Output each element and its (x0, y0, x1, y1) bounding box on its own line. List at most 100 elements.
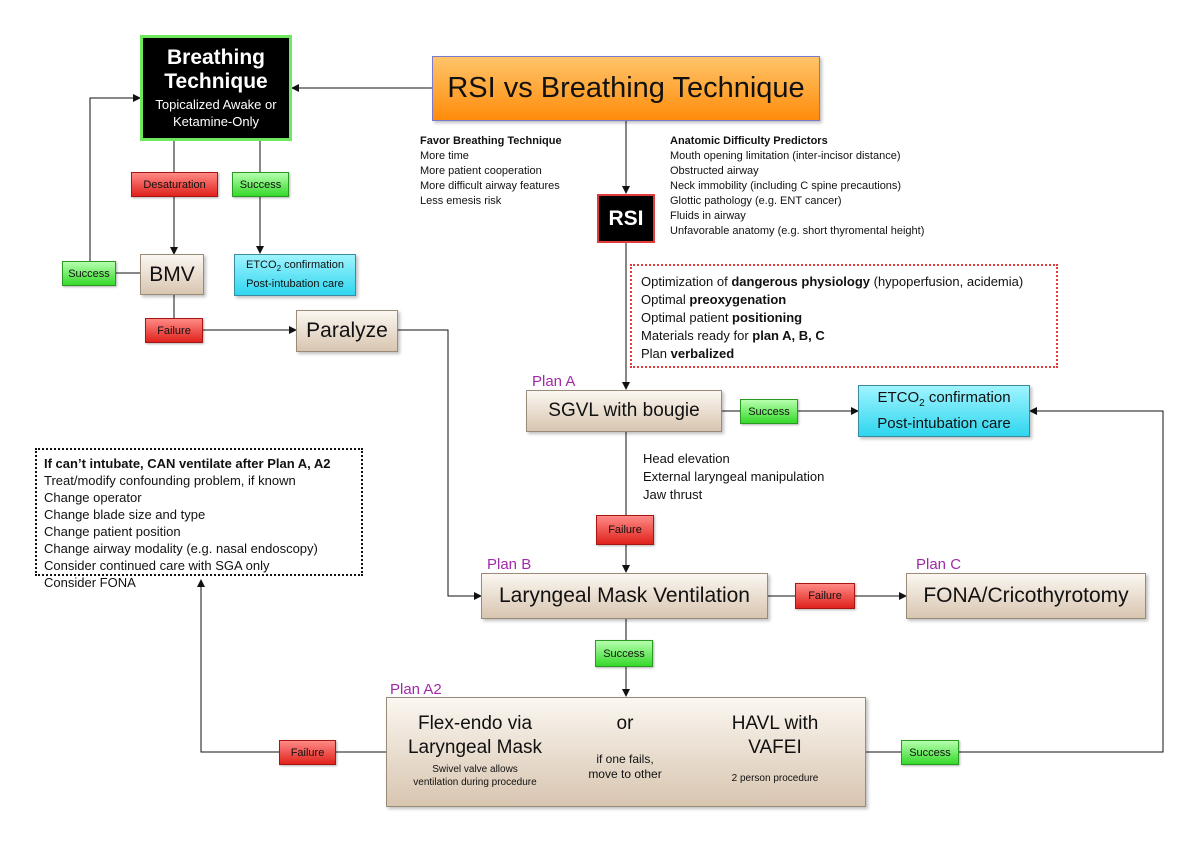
cant-intubate-item: Treat/modify confounding problem, if kno… (44, 473, 296, 488)
or-note-2: move to other (588, 767, 662, 781)
predictor-item: Glottic pathology (e.g. ENT cancer) (670, 195, 842, 207)
cant-intubate-item: Consider FONA (44, 575, 136, 590)
maneuver-item: External laryngeal manipulation (643, 469, 825, 484)
plan-a-tag: Plan A (532, 373, 576, 390)
plan-a2-left: Flex-endo via Laryngeal Mask Swivel valv… (387, 712, 563, 789)
failure-label-bmv: Failure (145, 318, 203, 343)
etco-small-prefix: ETCO (246, 259, 277, 272)
title-box: RSI vs Breathing Technique (432, 56, 820, 121)
plan-c-tag: Plan C (916, 556, 962, 573)
plan-b-box: Laryngeal Mask Ventilation (481, 573, 768, 619)
flex-endo-note-2: ventilation during procedure (413, 777, 537, 788)
opt-text: (hypoperfusion, acidemia) (870, 274, 1024, 289)
success-text: Success (603, 647, 645, 660)
failure-text: Failure (808, 590, 842, 602)
breathing-technique-subtitle: Topicalized Awake or Ketamine-Only (155, 97, 277, 129)
opt-bold: preoxygenation (689, 292, 787, 307)
favor-item: More patient cooperation (420, 165, 542, 177)
rsi-box: RSI (597, 194, 655, 243)
opt-text: Optimization of (641, 274, 732, 289)
predictor-item: Neck immobility (including C spine preca… (670, 180, 902, 192)
optimization-line-5: Plan verbalized (641, 345, 1056, 363)
cant-intubate-item: Consider continued care with SGA only (44, 558, 270, 573)
opt-text: Optimal patient (641, 310, 733, 325)
success-text: Success (68, 267, 110, 280)
success-text: Success (909, 746, 951, 759)
failure-text: Failure (290, 746, 325, 759)
plan-a2-right: HAVL with VAFEI 2 person procedure (687, 712, 863, 785)
cant-intubate-heading: If can’t intubate, CAN ventilate after P… (44, 456, 331, 471)
success-label-plan-b: Success (595, 640, 653, 667)
favor-item: More time (420, 150, 469, 162)
optimization-line-1: Optimization of dangerous physiology (hy… (641, 273, 1056, 291)
success-label-plan-a: Success (740, 399, 798, 424)
opt-text: Materials ready for (641, 328, 753, 343)
rsi-label: RSI (608, 206, 644, 230)
favor-breathing-heading: Favor Breathing Technique (420, 135, 562, 147)
cant-intubate-item: Change blade size and type (44, 507, 206, 522)
etco-small-suffix: confirmation (281, 259, 344, 272)
opt-bold: plan A, B, C (752, 328, 825, 343)
cant-intubate-item: Change patient position (44, 524, 181, 539)
flex-endo-note-1: Swivel valve allows (432, 764, 518, 775)
success-label-plan-a2: Success (901, 740, 959, 765)
or-label: or (616, 713, 634, 734)
etco-large-prefix: ETCO (877, 389, 920, 406)
desaturation-text: Desaturation (143, 178, 206, 191)
breathing-technique-box: Breathing Technique Topicalized Awake or… (140, 35, 292, 141)
or-spacer (563, 736, 687, 752)
plan-c-title: FONA/Cricothyrotomy (923, 584, 1129, 607)
plan-a2-middle: or if one fails, move to other (563, 712, 687, 782)
predictor-item: Mouth opening limitation (inter-incisor … (670, 150, 901, 162)
maneuver-item: Jaw thrust (643, 487, 703, 502)
opt-text: Optimal (641, 292, 690, 307)
optimization-box: Optimization of dangerous physiology (hy… (630, 264, 1058, 368)
cant-intubate-item: Change airway modality (e.g. nasal endos… (44, 541, 318, 556)
plan-a-title: SGVL with bougie (548, 400, 700, 421)
plan-a2-tag: Plan A2 (390, 681, 442, 698)
anatomic-predictors-list: Anatomic Difficulty Predictors Mouth ope… (670, 134, 924, 239)
predictors-heading: Anatomic Difficulty Predictors (670, 135, 828, 147)
optimization-line-4: Materials ready for plan A, B, C (641, 327, 1056, 345)
favor-item: More difficult airway features (420, 180, 560, 192)
success-label-bmv: Success (62, 261, 116, 286)
success-text: Success (239, 178, 282, 191)
cant-intubate-item: Change operator (44, 490, 142, 505)
success-label-breathing: Success (232, 172, 289, 197)
etco-small-sub: 2 (276, 264, 282, 274)
flex-endo-title-2: Laryngeal Mask (407, 737, 543, 758)
failure-text: Failure (608, 524, 642, 536)
etco-large-line1: ETCO2 confirmation (877, 388, 1010, 414)
page-title: RSI vs Breathing Technique (447, 72, 805, 104)
cant-intubate-box: If can’t intubate, CAN ventilate after P… (35, 448, 363, 590)
predictor-item: Fluids in airway (670, 210, 746, 222)
favor-item: Less emesis risk (420, 195, 502, 207)
favor-breathing-list: Favor Breathing Technique More time More… (420, 134, 562, 209)
desaturation-label: Desaturation (131, 172, 218, 197)
opt-bold: dangerous physiology (731, 274, 871, 289)
bmv-box: BMV (140, 254, 204, 295)
etco-large-line2: Post-intubation care (877, 415, 1011, 432)
havl-note: 2 person procedure (731, 773, 819, 784)
bmv-label: BMV (149, 262, 195, 286)
flex-endo-title-1: Flex-endo via (417, 713, 533, 734)
plan-a-box: SGVL with bougie (526, 390, 722, 432)
plan-c-box: FONA/Cricothyrotomy (906, 573, 1146, 619)
optimization-line-2: Optimal preoxygenation (641, 291, 1056, 309)
etco-large-sub: 2 (919, 398, 925, 409)
predictor-item: Obstructed airway (670, 165, 759, 177)
optimization-line-3: Optimal patient positioning (641, 309, 1056, 327)
plan-b-tag: Plan B (487, 556, 532, 573)
breathing-technique-title: Breathing Technique (164, 46, 268, 93)
or-note-1: if one fails, (596, 752, 654, 766)
paralyze-box: Paralyze (296, 310, 398, 352)
etco-small-line1: ETCO2 confirmation (246, 258, 344, 276)
opt-text: Plan (641, 346, 671, 361)
failure-text: Failure (157, 324, 191, 337)
failure-label-plan-b: Failure (795, 583, 855, 609)
plan-a-maneuvers: Head elevation External laryngeal manipu… (643, 450, 824, 504)
success-text: Success (748, 405, 790, 418)
maneuver-item: Head elevation (643, 451, 730, 466)
havl-title-1: HAVL with (731, 713, 819, 734)
